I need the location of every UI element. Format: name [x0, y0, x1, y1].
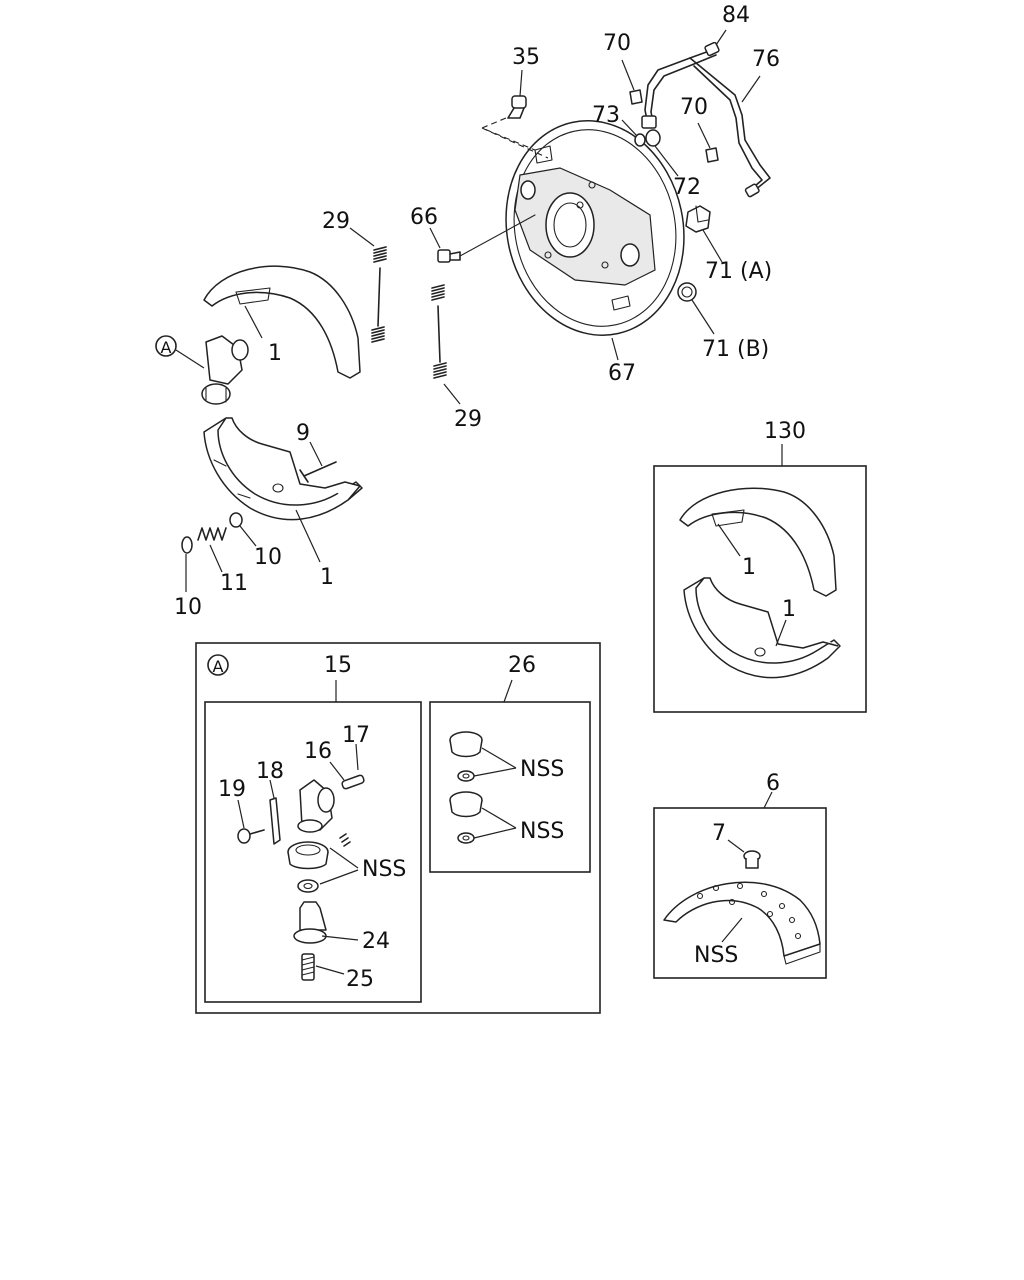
- wheel-cylinder-box-15: [204, 701, 422, 1003]
- label-nss-kit-upper: NSS: [520, 757, 564, 782]
- kit-shoe-lower[interactable]: [683, 577, 841, 679]
- label-16: 16: [304, 739, 332, 764]
- label-67: 67: [608, 361, 636, 386]
- kit-shoe-upper[interactable]: [679, 487, 837, 597]
- bracket-18[interactable]: [269, 797, 281, 845]
- lining-kit-box: [653, 807, 827, 979]
- label-26: 26: [508, 653, 536, 678]
- label-nss-lining: NSS: [694, 943, 738, 968]
- bolt-66[interactable]: [437, 249, 461, 263]
- label-18: 18: [256, 759, 284, 784]
- label-84: 84: [722, 3, 750, 28]
- spring-11[interactable]: [197, 527, 227, 541]
- brake-pipe-76[interactable]: [641, 41, 771, 198]
- bolt-19[interactable]: [237, 828, 265, 844]
- seal-cup-upper[interactable]: [449, 731, 483, 758]
- callout-a-marker: A: [155, 335, 177, 357]
- inset-a-marker: A: [207, 654, 229, 676]
- clip-70-lower[interactable]: [705, 147, 719, 163]
- seal-kit-box-26: [429, 701, 591, 873]
- label-72: 72: [673, 175, 701, 200]
- cup-seal-small[interactable]: [297, 879, 319, 893]
- plug-71b[interactable]: [677, 282, 697, 302]
- label-1-kit-upper: 1: [742, 555, 756, 580]
- label-1-kit-lower: 1: [782, 597, 796, 622]
- label-71a: 71 (A): [705, 259, 772, 284]
- label-29-upper: 29: [322, 209, 350, 234]
- spring-29-upper[interactable]: [371, 246, 387, 343]
- spring-29-lower[interactable]: [431, 284, 447, 379]
- pin-9[interactable]: [299, 461, 337, 483]
- svg-text:A: A: [213, 657, 224, 676]
- seal-ring-upper[interactable]: [457, 770, 475, 782]
- backing-plate[interactable]: [486, 104, 703, 352]
- label-70-upper: 70: [603, 31, 631, 56]
- brake-lining[interactable]: [663, 881, 821, 965]
- label-6: 6: [766, 771, 780, 796]
- label-70-lower: 70: [680, 95, 708, 120]
- nut-72[interactable]: [645, 129, 661, 147]
- clip-70-upper[interactable]: [629, 89, 643, 105]
- bleeder-cap-17[interactable]: [341, 774, 365, 790]
- label-nss-kit-lower: NSS: [520, 819, 564, 844]
- cup-seal-large[interactable]: [287, 841, 329, 870]
- clip-71a[interactable]: [685, 205, 711, 233]
- shoe-kit-box: [653, 465, 867, 713]
- label-24: 24: [362, 929, 390, 954]
- label-nss-cylinder: NSS: [362, 857, 406, 882]
- label-66: 66: [410, 205, 438, 230]
- label-71b: 71 (B): [702, 337, 769, 362]
- label-29-lower: 29: [454, 407, 482, 432]
- label-15: 15: [324, 653, 352, 678]
- washer-73[interactable]: [634, 133, 646, 147]
- label-1-lower: 1: [320, 565, 334, 590]
- label-1-upper: 1: [268, 341, 282, 366]
- washer-10-outer[interactable]: [181, 536, 193, 554]
- bolt-35[interactable]: [507, 95, 527, 119]
- adjuster-screw-25[interactable]: [301, 953, 315, 981]
- washer-10-inner[interactable]: [229, 512, 243, 528]
- wheel-cylinder-assembly[interactable]: [201, 335, 249, 405]
- label-10-inner: 10: [254, 545, 282, 570]
- bleeder-screw-16[interactable]: [339, 833, 351, 847]
- label-73: 73: [592, 103, 620, 128]
- label-9: 9: [296, 421, 310, 446]
- label-7: 7: [712, 821, 726, 846]
- label-76: 76: [752, 47, 780, 72]
- seal-ring-lower[interactable]: [457, 832, 475, 844]
- seal-cup-lower[interactable]: [449, 791, 483, 818]
- label-17: 17: [342, 723, 370, 748]
- label-11: 11: [220, 571, 248, 596]
- brake-shoe-upper[interactable]: [203, 265, 361, 379]
- label-35: 35: [512, 45, 540, 70]
- label-130: 130: [764, 419, 806, 444]
- svg-text:A: A: [161, 338, 172, 357]
- label-10-outer: 10: [174, 595, 202, 620]
- cylinder-body[interactable]: [297, 779, 335, 833]
- label-19: 19: [218, 777, 246, 802]
- rivet-7[interactable]: [743, 850, 761, 869]
- inset-a-frame: [195, 642, 601, 1014]
- brake-shoe-lower[interactable]: [203, 417, 363, 521]
- piston-24[interactable]: [293, 901, 327, 944]
- label-25: 25: [346, 967, 374, 992]
